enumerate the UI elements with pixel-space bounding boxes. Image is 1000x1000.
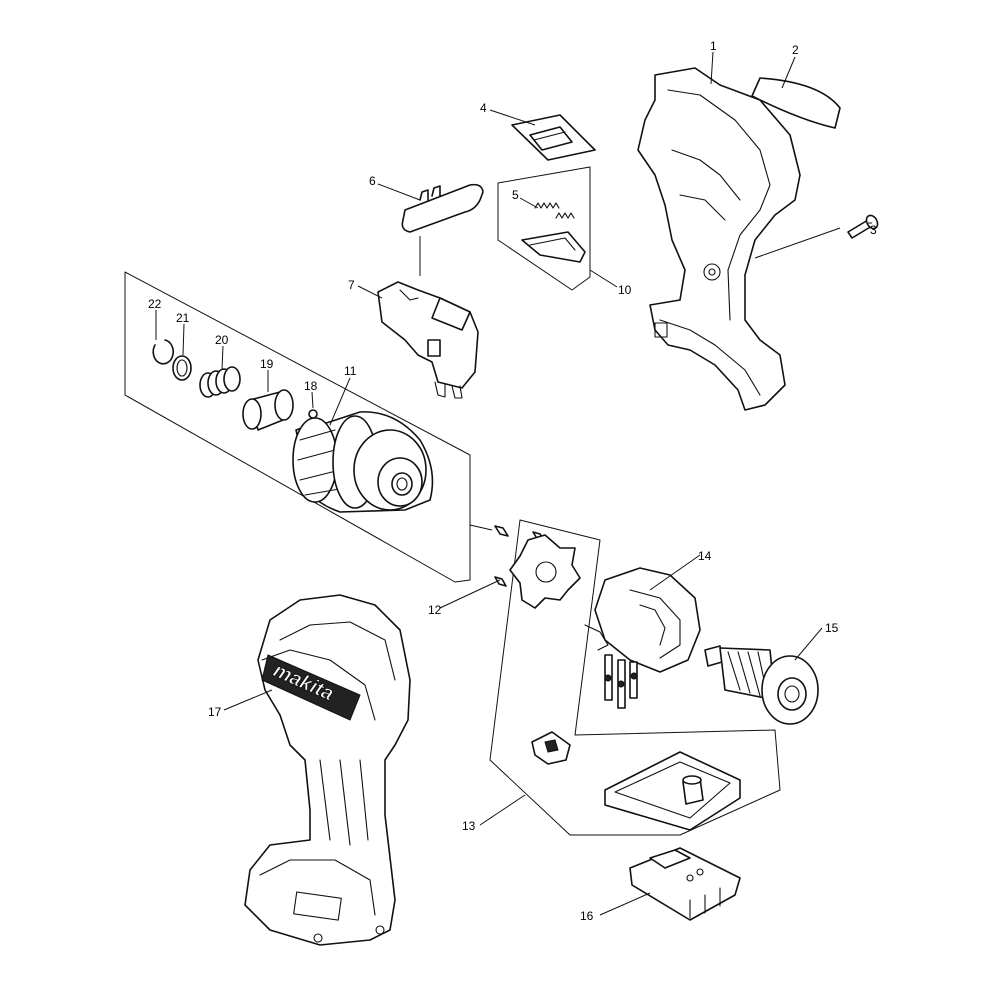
part-rotor — [704, 645, 819, 725]
part-reversing-lever — [401, 183, 484, 233]
part-sensor-holder — [531, 731, 571, 765]
part-slider-bracket — [521, 231, 586, 263]
part-screw — [847, 214, 879, 239]
label-17: 17 — [208, 705, 222, 719]
group-outline-motor-parts — [489, 519, 781, 836]
label-15: 15 — [825, 621, 839, 635]
label-18: 18 — [304, 379, 318, 393]
part-switch — [377, 281, 479, 399]
part-housing-half — [637, 67, 801, 411]
label-21: 21 — [176, 311, 190, 325]
part-springs — [534, 202, 575, 219]
label-1: 1 — [710, 39, 717, 53]
group-outline-spring-set — [497, 166, 591, 291]
label-13: 13 — [462, 819, 476, 833]
label-4: 4 — [480, 101, 487, 115]
part-sleeve — [242, 389, 294, 431]
part-switch-board — [629, 847, 741, 921]
part-steel-ball — [308, 409, 318, 419]
part-gear-assembly — [292, 411, 434, 513]
part-housing-set: makita — [244, 594, 411, 946]
label-19: 19 — [260, 357, 274, 371]
part-labels: 1 2 3 4 5 6 7 10 11 12 13 14 15 16 17 18… — [148, 39, 877, 923]
part-motor-plate — [509, 534, 581, 609]
label-20: 20 — [215, 333, 229, 347]
label-10: 10 — [618, 283, 632, 297]
label-6: 6 — [369, 174, 376, 188]
part-washer — [172, 355, 192, 381]
part-controller-box — [604, 751, 741, 831]
label-14: 14 — [698, 549, 712, 563]
label-3: 3 — [870, 223, 877, 237]
label-22: 22 — [148, 297, 162, 311]
label-5: 5 — [512, 188, 519, 202]
label-16: 16 — [580, 909, 594, 923]
label-2: 2 — [792, 43, 799, 57]
label-7: 7 — [348, 278, 355, 292]
part-compression-spring — [199, 366, 241, 398]
label-11: 11 — [344, 364, 357, 378]
group-outline-gear-assembly — [124, 271, 471, 583]
part-washer-inner — [176, 359, 188, 377]
part-label-plate — [751, 77, 841, 129]
label-12: 12 — [428, 603, 442, 617]
part-retaining-ring — [152, 339, 175, 365]
leader-lines — [155, 51, 872, 916]
part-switch-lever — [511, 114, 596, 161]
part-stator — [584, 567, 701, 709]
